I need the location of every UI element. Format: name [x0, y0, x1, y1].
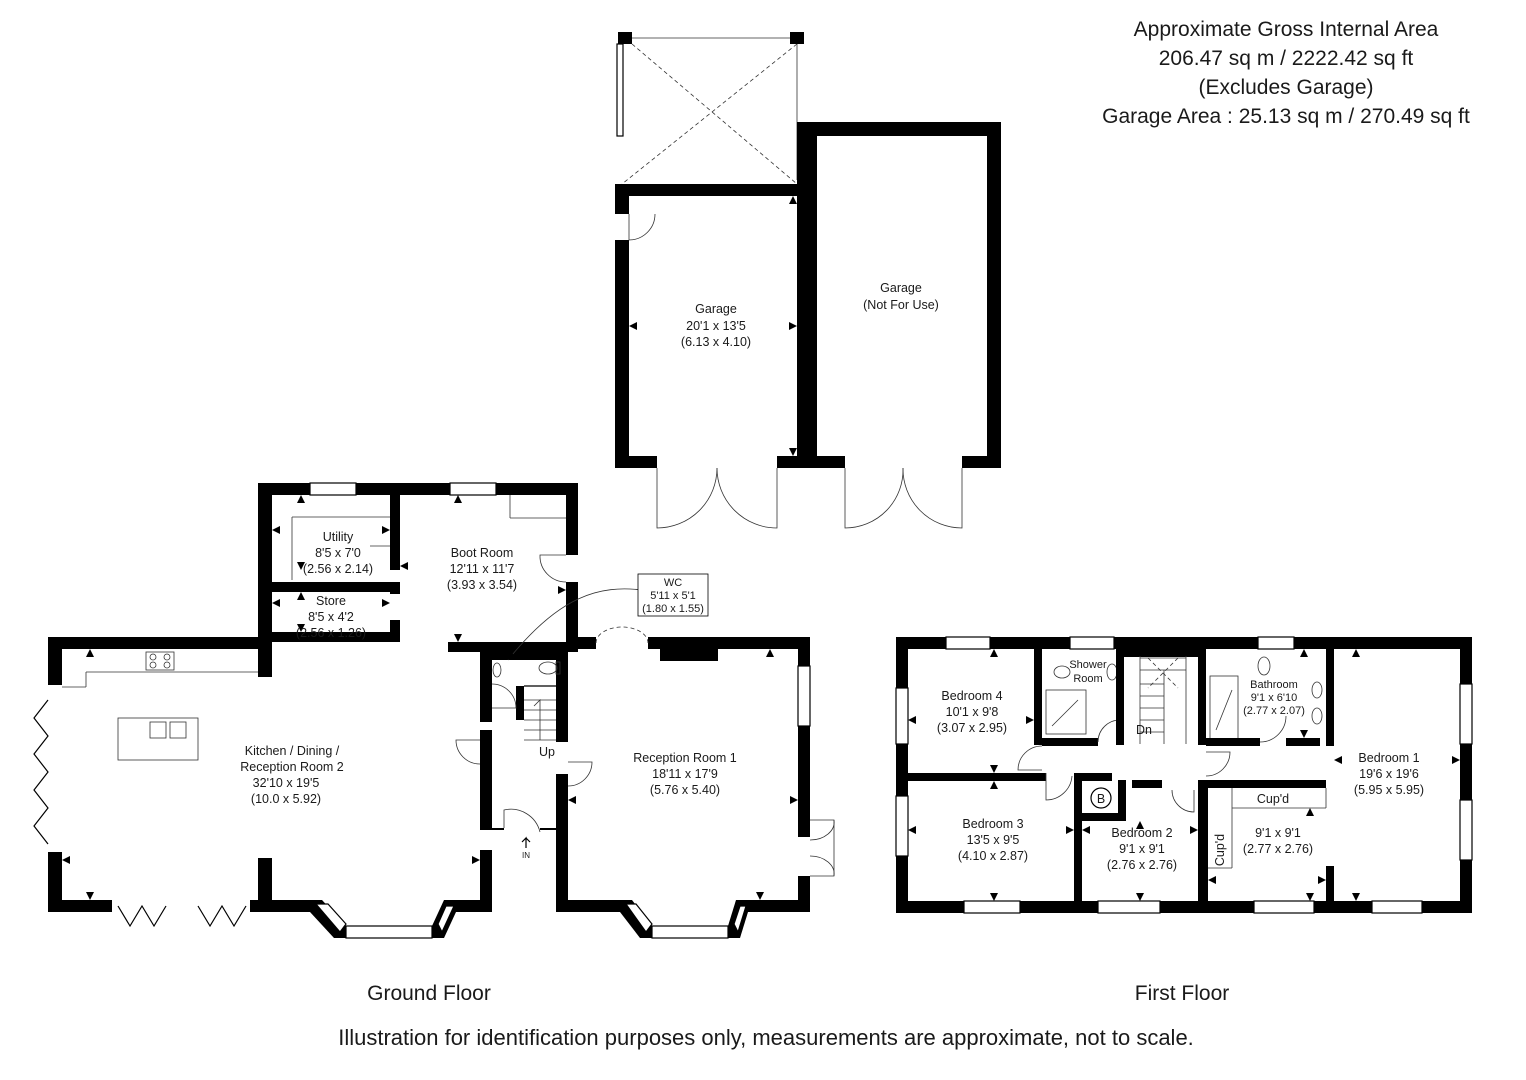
bathroom-imperial: 9'1 x 6'10 [1251, 692, 1297, 704]
boot-metric: (3.93 x 3.54) [447, 578, 517, 592]
kitchen-metric: (10.0 x 5.92) [251, 792, 321, 806]
bed3-imperial: 13'5 x 9'5 [967, 833, 1020, 847]
utility-metric: (2.56 x 2.14) [303, 562, 373, 576]
bed4-metric: (3.07 x 2.95) [937, 721, 1007, 735]
shower-name1: Shower [1069, 659, 1107, 671]
utility-name: Utility [323, 530, 354, 544]
cupboard-vertical-label: Cup'd [1213, 834, 1227, 866]
store-imperial: 8'5 x 4'2 [308, 610, 354, 624]
garage-imperial: 20'1 x 13'5 [686, 319, 746, 333]
garage-name: Garage [695, 302, 737, 316]
reception1-imperial: 18'11 x 17'9 [652, 767, 718, 781]
wc-name: WC [664, 577, 682, 589]
bathroom-name: Bathroom [1250, 679, 1298, 691]
first-floor-arrows [908, 649, 1460, 901]
bed4-name: Bedroom 4 [941, 689, 1002, 703]
garage-metric: (6.13 x 4.10) [681, 335, 751, 349]
bed1-name: Bedroom 1 [1358, 751, 1419, 765]
garage2-name: Garage [880, 281, 922, 295]
kitchen-imperial: 32'10 x 19'5 [253, 776, 320, 790]
wc-imperial: 5'11 x 5'1 [650, 590, 696, 602]
room-labels: Garage 20'1 x 13'5 (6.13 x 4.10) Garage … [240, 281, 1424, 872]
area-excludes: (Excludes Garage) [1198, 76, 1373, 99]
bed3-metric: (4.10 x 2.87) [958, 849, 1028, 863]
kitchen-name2: Reception Room 2 [240, 760, 344, 774]
store-metric: (2.56 x 1.26) [296, 626, 366, 640]
bed2-imperial: 9'1 x 9'1 [1119, 842, 1165, 856]
area-title: Approximate Gross Internal Area [1134, 18, 1439, 41]
garage2-note: (Not For Use) [863, 298, 939, 312]
bed3-name: Bedroom 3 [962, 817, 1023, 831]
reception1-metric: (5.76 x 5.40) [650, 783, 720, 797]
ground-floor-title: Ground Floor [367, 982, 491, 1005]
disclaimer: Illustration for identification purposes… [338, 1025, 1194, 1050]
ground-floor-walls [33, 482, 835, 939]
bathroom-metric: (2.77 x 2.07) [1243, 705, 1305, 717]
bed1-metric: (5.95 x 5.95) [1354, 783, 1424, 797]
stairs-down-label: Dn [1136, 723, 1152, 737]
bed1-imperial: 19'6 x 19'6 [1359, 767, 1419, 781]
store-name: Store [316, 594, 346, 608]
utility-imperial: 8'5 x 7'0 [315, 546, 361, 560]
shower-name2: Room [1073, 673, 1102, 685]
wc-metric: (1.80 x 1.55) [642, 603, 704, 615]
dressing-metric: (2.77 x 2.76) [1243, 842, 1313, 856]
garage-block [615, 32, 1001, 529]
dressing-imperial: 9'1 x 9'1 [1255, 826, 1301, 840]
bed2-name: Bedroom 2 [1111, 826, 1172, 840]
ground-floor-arrows [62, 495, 798, 900]
kitchen-name1: Kitchen / Dining / [245, 744, 340, 758]
boot-imperial: 12'11 x 11'7 [450, 562, 515, 576]
first-floor-walls [895, 636, 1473, 914]
first-floor-title: First Floor [1135, 982, 1230, 1005]
cupboard-label: Cup'd [1257, 792, 1289, 806]
boot-name: Boot Room [451, 546, 514, 560]
entrance-label: IN [522, 851, 530, 860]
reception1-name: Reception Room 1 [633, 751, 737, 765]
bed2-metric: (2.76 x 2.76) [1107, 858, 1177, 872]
boiler-label: B [1097, 792, 1105, 806]
area-total: 206.47 sq m / 2222.42 sq ft [1159, 47, 1414, 70]
bed4-imperial: 10'1 x 9'8 [946, 705, 999, 719]
area-garage: Garage Area : 25.13 sq m / 270.49 sq ft [1102, 105, 1470, 128]
area-summary: Approximate Gross Internal Area 206.47 s… [1102, 18, 1470, 128]
stairs-up-label: Up [539, 745, 555, 759]
